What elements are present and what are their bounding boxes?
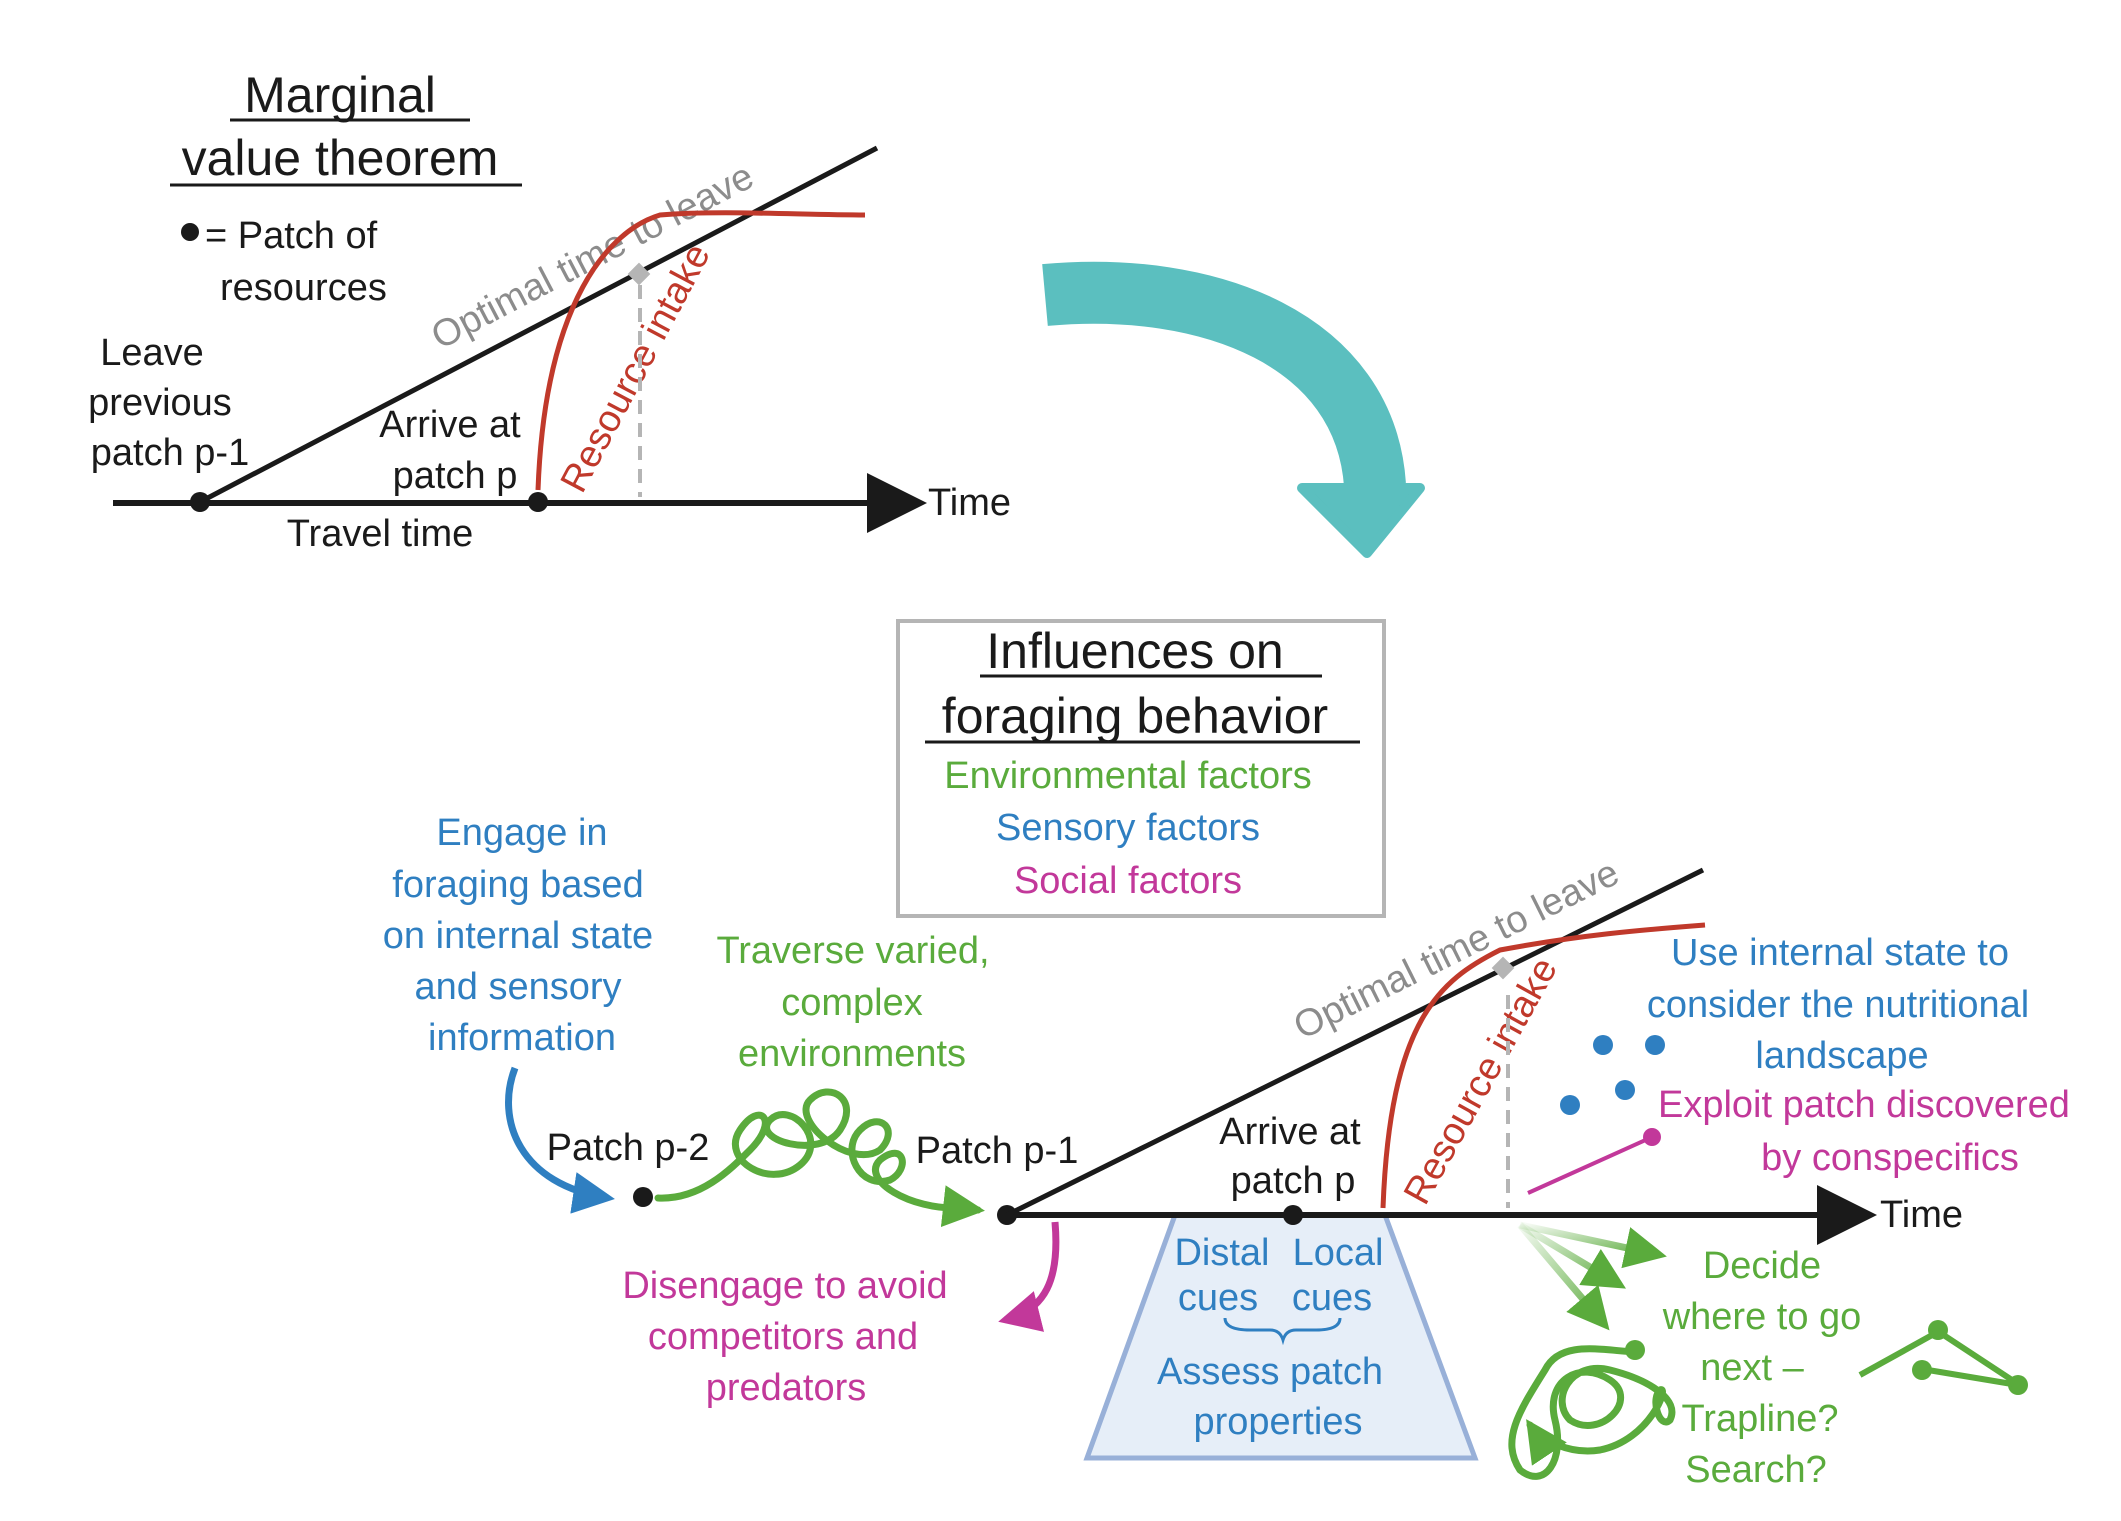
teal-arrow-body xyxy=(1042,261,1406,489)
internal-line2: consider the nutritional xyxy=(1647,984,2029,1026)
traverse-line2: complex xyxy=(781,982,923,1024)
travel-time-label: Travel time xyxy=(287,513,474,555)
environmental-factors: Environmental factors xyxy=(944,755,1312,797)
decide-line5: Search? xyxy=(1685,1449,1827,1491)
trapline-segment xyxy=(1858,1331,1936,1378)
patch-p2-label: Patch p-2 xyxy=(547,1127,710,1169)
trapline-segment xyxy=(1927,1367,2013,1387)
sensory-factors: Sensory factors xyxy=(996,807,1260,849)
transition-arrow xyxy=(1042,261,1425,558)
leave-line1: Leave xyxy=(100,332,204,374)
landscape-dot xyxy=(1593,1035,1613,1055)
foraging-resource-curve xyxy=(1380,922,1706,1209)
foraging-time-label: Time xyxy=(1880,1194,1963,1236)
engage-line3: on internal state xyxy=(383,915,653,957)
legend-text-line2: resources xyxy=(220,267,387,309)
decide-line3: next – xyxy=(1700,1347,1804,1389)
distal-line1: Distal xyxy=(1174,1232,1269,1274)
foraging-arrive-line2: patch p xyxy=(1231,1160,1356,1202)
disengage-arrow xyxy=(998,1221,1060,1332)
foraging-arrive-line1: Arrive at xyxy=(1219,1111,1361,1153)
decide-arrow xyxy=(1518,1221,1627,1289)
patch-p1-label: Patch p-1 xyxy=(916,1130,1079,1172)
engage-line4: and sensory xyxy=(414,966,621,1008)
traverse-scribble xyxy=(654,1088,985,1228)
mvt-arrive-line1: Arrive at xyxy=(379,404,521,446)
teal-arrow-head xyxy=(1297,483,1425,558)
exploit-line1: Exploit patch discovered xyxy=(1658,1084,2070,1126)
influences-title-line1: Influences on xyxy=(986,623,1283,679)
traverse-line3: environments xyxy=(738,1033,966,1075)
search-scribble xyxy=(1508,1345,1676,1480)
mvt-arrive-line2: patch p xyxy=(393,455,518,497)
patch-legend-dot xyxy=(181,223,199,241)
foraging-patch-p-dot xyxy=(1283,1205,1303,1225)
influences-box: Influences on foraging behavior Environm… xyxy=(896,619,1386,918)
mvt-patch-p1 xyxy=(190,492,210,512)
assess-line2: properties xyxy=(1194,1401,1363,1443)
assess-line1: Assess patch xyxy=(1157,1351,1383,1393)
influences-title-line2: foraging behavior xyxy=(942,688,1328,744)
disengage-line2: competitors and xyxy=(648,1316,918,1358)
mvt-panel: Marginal value theorem = Patch of resour… xyxy=(88,67,1011,555)
trapline-dot xyxy=(1912,1360,1932,1380)
trapline-segment xyxy=(1940,1331,2017,1385)
decide-line2: where to go xyxy=(1662,1296,1862,1338)
engage-line2: foraging based xyxy=(392,864,643,906)
foraging-optimal-point xyxy=(1491,956,1515,980)
leave-line3: patch p-1 xyxy=(91,432,249,474)
traverse-line1: Traverse varied, xyxy=(716,930,989,972)
engage-line5: information xyxy=(428,1017,616,1059)
mvt-title-line1: Marginal xyxy=(244,67,436,123)
internal-line3: landscape xyxy=(1755,1035,1928,1077)
mvt-resource-curve xyxy=(535,210,866,491)
mvt-optimal-point xyxy=(627,262,651,286)
influences-frame xyxy=(896,619,1386,918)
landscape-dot xyxy=(1615,1080,1635,1100)
social-factors: Social factors xyxy=(1014,860,1242,902)
decide-arrow xyxy=(1519,1221,1667,1269)
decide-line4: Trapline? xyxy=(1681,1398,1838,1440)
decide-arrow xyxy=(1517,1222,1610,1331)
local-line1: Local xyxy=(1293,1232,1384,1274)
internal-line1: Use internal state to xyxy=(1671,932,2009,974)
mvt-optimal-line xyxy=(198,145,879,505)
exploit-line xyxy=(1527,1136,1651,1195)
mvt-title-line2: value theorem xyxy=(182,130,499,186)
engage-arrow xyxy=(505,1066,615,1214)
cues-brace xyxy=(1223,1317,1342,1346)
landscape-dot xyxy=(1645,1035,1665,1055)
disengage-line1: Disengage to avoid xyxy=(622,1265,947,1307)
local-line2: cues xyxy=(1292,1277,1372,1319)
exploit-dot xyxy=(1643,1128,1661,1146)
mvt-time-label: Time xyxy=(928,482,1011,524)
disengage-line3: predators xyxy=(706,1367,867,1409)
exploit-line2: by conspecifics xyxy=(1761,1137,2019,1179)
engage-line1: Engage in xyxy=(436,812,607,854)
landscape-dot xyxy=(1560,1095,1580,1115)
decide-line1: Decide xyxy=(1703,1245,1821,1287)
foraging-optimal-line xyxy=(1005,867,1705,1218)
leave-line2: previous xyxy=(88,382,232,424)
patch-p2-dot xyxy=(633,1187,653,1207)
mvt-patch-p xyxy=(528,492,548,512)
legend-text-line1: = Patch of xyxy=(205,215,378,257)
distal-line2: cues xyxy=(1178,1277,1258,1319)
